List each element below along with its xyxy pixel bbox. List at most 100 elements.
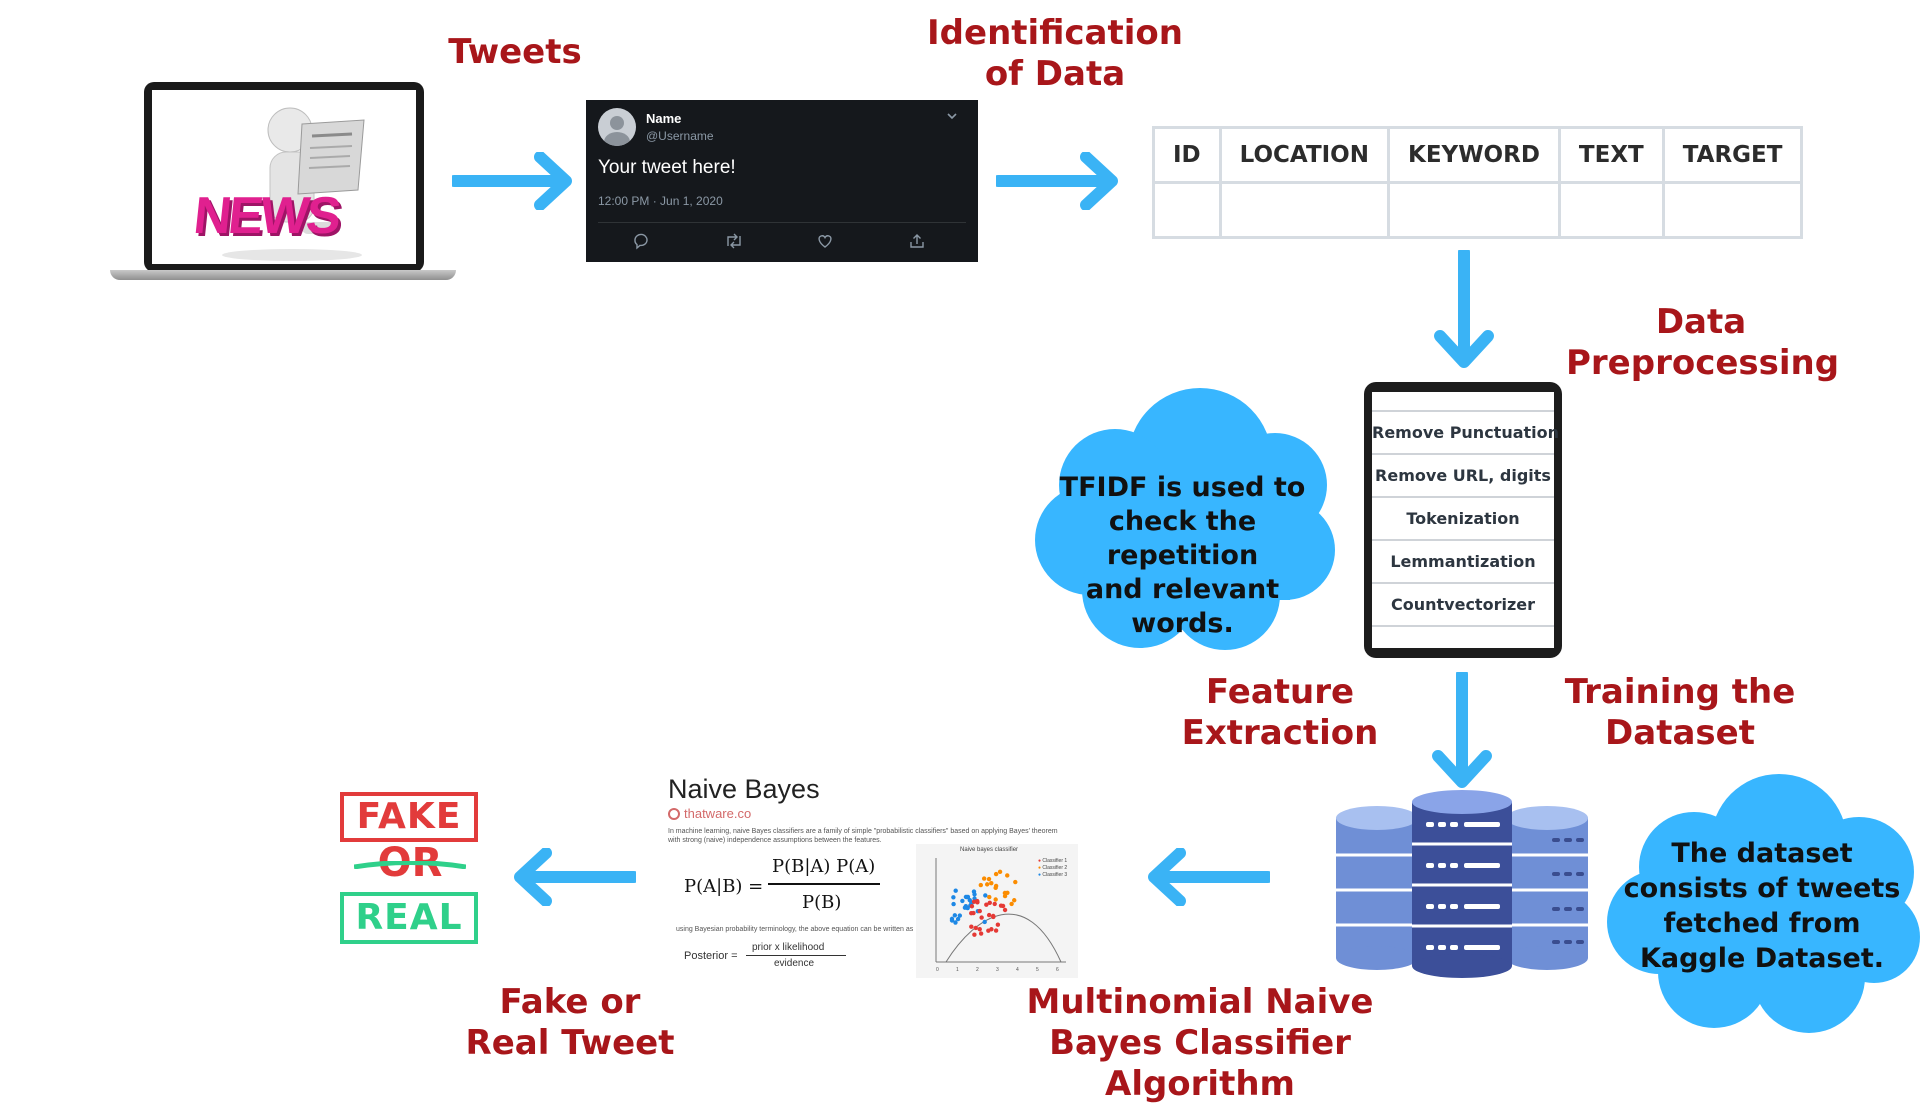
nb-scatter-point bbox=[1002, 907, 1008, 913]
nb-posterior-lhs: Posterior = bbox=[684, 950, 738, 962]
nb-posterior-bar bbox=[746, 955, 846, 956]
nb-terminology: using Bayesian probability terminology, … bbox=[676, 926, 914, 933]
arrow-training-to-algorithm bbox=[1148, 848, 1270, 906]
cloud-shape bbox=[1035, 388, 1335, 650]
nb-plot-legend: ● Classifier 1 ● Classifier 2 ● Classifi… bbox=[1038, 858, 1067, 879]
nb-scatter-point bbox=[981, 876, 987, 881]
arrow-algorithm-to-result bbox=[514, 848, 636, 906]
nb-scatter-point bbox=[969, 924, 974, 929]
nb-scatter-point bbox=[1013, 879, 1018, 885]
tfidf-cloud-text: TFIDF is used to check the repetition an… bbox=[1030, 471, 1335, 641]
nb-scatter-point bbox=[977, 927, 982, 932]
step-remove-url-digits: Remove URL, digits bbox=[1372, 455, 1554, 498]
step-lemmatization: Lemmantization bbox=[1372, 541, 1554, 584]
dataset-cloud-text: The dataset consists of tweets fetched f… bbox=[1604, 836, 1920, 976]
tablet-screen: Remove Punctuation Remove URL, digits To… bbox=[1372, 392, 1559, 648]
nb-scatter-point bbox=[989, 880, 994, 886]
nb-scatter-point bbox=[979, 915, 984, 920]
tweet-name: Name bbox=[646, 111, 682, 126]
arrow-tweet-to-table bbox=[996, 152, 1118, 210]
step-remove-punctuation: Remove Punctuation bbox=[1372, 412, 1559, 455]
nb-scatter-point bbox=[1012, 898, 1017, 903]
nb-scatter-point bbox=[997, 869, 1003, 875]
fake-or-real-graphic: FAKE OR REAL bbox=[340, 792, 486, 952]
tfidf-line3: and relevant words. bbox=[1085, 574, 1280, 639]
left-database-stack bbox=[1336, 806, 1418, 970]
nb-legend-label-3: Classifier 3 bbox=[1042, 872, 1068, 878]
label-algorithm-line2: Bayes Classifier Algorithm bbox=[1049, 1023, 1351, 1104]
like-icon[interactable] bbox=[816, 232, 834, 255]
nb-posterior-denominator: evidence bbox=[774, 958, 815, 969]
reading-figure-icon bbox=[222, 107, 365, 261]
step-tokenization: Tokenization bbox=[1372, 498, 1554, 541]
nb-scatter-point bbox=[953, 888, 958, 893]
nb-scatter-point bbox=[975, 898, 980, 904]
label-feature-line1: Feature bbox=[1205, 672, 1355, 712]
nb-scatter-point bbox=[984, 902, 989, 907]
nb-scatter-point bbox=[949, 918, 955, 923]
nb-formula-denominator: P(B) bbox=[802, 892, 842, 913]
nb-intro-line1: In machine learning, naive Bayes classif… bbox=[668, 828, 1058, 835]
table-cell bbox=[1661, 181, 1804, 239]
tweet-time: 12:00 PM · Jun 1, 2020 bbox=[598, 194, 723, 208]
label-preprocessing-line1: Data bbox=[1655, 302, 1747, 342]
nb-scatter-point bbox=[951, 901, 956, 907]
center-database-stack bbox=[1412, 790, 1512, 978]
nb-scatter-point bbox=[986, 876, 992, 882]
nb-scatter-point bbox=[962, 905, 968, 910]
table-row bbox=[1152, 181, 1804, 239]
nb-source: thatware.co bbox=[684, 806, 752, 821]
news-text: NEWS bbox=[190, 187, 342, 245]
nb-tick-label: 0 bbox=[936, 967, 939, 973]
nb-scatter-point bbox=[1005, 890, 1010, 895]
tweet-username: @Username bbox=[646, 129, 714, 143]
label-training-line2: Dataset bbox=[1605, 713, 1755, 753]
label-identification: Identification of Data bbox=[915, 13, 1195, 95]
label-identification-line1: Identification bbox=[927, 13, 1183, 53]
fake-text: FAKE bbox=[356, 796, 462, 837]
nb-scatter-point bbox=[1005, 873, 1010, 878]
nb-scatter-point bbox=[973, 925, 978, 931]
right-database-stack bbox=[1506, 806, 1588, 970]
nb-scatter-point bbox=[951, 895, 956, 900]
nb-tick-label: 2 bbox=[976, 967, 979, 973]
database-servers-icon bbox=[1336, 790, 1588, 980]
laptop-display: NEWS bbox=[152, 90, 416, 264]
label-identification-line2: of Data bbox=[984, 54, 1126, 94]
share-icon[interactable] bbox=[908, 232, 926, 255]
nb-scatter-point bbox=[1009, 901, 1014, 907]
preprocessing-tablet: Remove Punctuation Remove URL, digits To… bbox=[1364, 382, 1562, 658]
tweet-body: Your tweet here! bbox=[598, 157, 736, 178]
tablet-top-row bbox=[1372, 392, 1554, 412]
nb-intro-line2: with strong (naive) independence assumpt… bbox=[668, 837, 882, 844]
nb-scatter-point bbox=[960, 898, 965, 904]
nb-scatter-point bbox=[993, 897, 998, 902]
nb-tick-label: 3 bbox=[996, 967, 999, 973]
nb-scatter-point bbox=[955, 916, 961, 922]
retweet-icon[interactable] bbox=[724, 232, 744, 255]
tweet-divider bbox=[598, 222, 966, 223]
label-feature-extraction: Feature Extraction bbox=[1180, 672, 1380, 754]
nb-scatter-point bbox=[993, 928, 999, 933]
nb-legend-label-1: Classifier 1 bbox=[1042, 858, 1068, 864]
nb-scatter-point bbox=[983, 893, 988, 898]
or-swoosh bbox=[353, 856, 467, 870]
laptop-news-image: NEWS bbox=[110, 80, 456, 280]
dataset-line3: fetched from bbox=[1663, 908, 1861, 939]
table-cell bbox=[1557, 181, 1665, 239]
reply-icon[interactable] bbox=[632, 232, 650, 255]
chevron-down-icon[interactable] bbox=[944, 108, 960, 124]
label-result-line2: Real Tweet bbox=[465, 1023, 675, 1063]
tfidf-cloud: TFIDF is used to check the repetition an… bbox=[1030, 385, 1335, 655]
nb-formula-lhs: P(A|B) = bbox=[684, 876, 764, 897]
nb-tick-label: 5 bbox=[1036, 967, 1039, 973]
table-header-row: ID LOCATION KEYWORD TEXT TARGET bbox=[1152, 126, 1804, 184]
real-text: REAL bbox=[355, 897, 463, 938]
nb-scatter-point bbox=[992, 901, 997, 907]
nb-tick-label: 6 bbox=[1056, 967, 1059, 973]
nb-plot-title: Naive bayes classifier bbox=[960, 847, 1019, 853]
table-cell bbox=[1218, 181, 1391, 239]
label-algorithm-line1: Multinomial Naive bbox=[1026, 982, 1374, 1022]
nb-posterior-numerator: prior x likelihood bbox=[752, 942, 825, 953]
